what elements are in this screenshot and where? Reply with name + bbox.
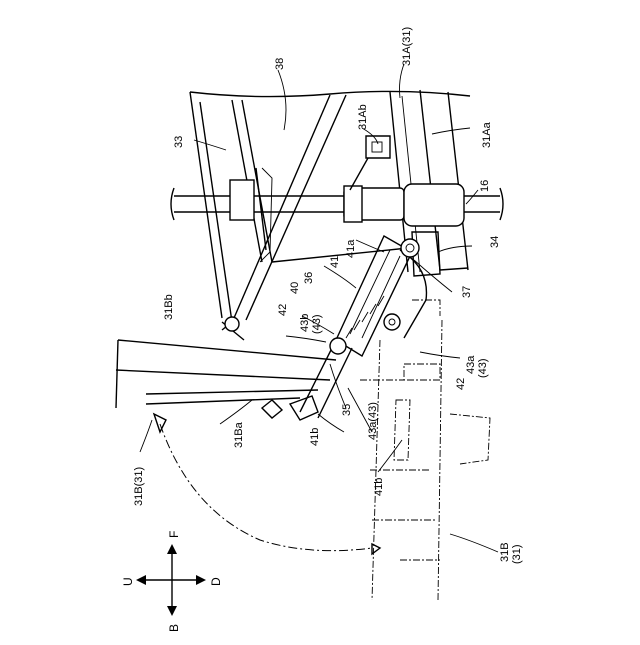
label-31Aa: 31Aa xyxy=(481,121,493,148)
label-43a43: 43a(43) xyxy=(367,402,379,440)
label-41a: 41a xyxy=(345,239,357,258)
label-33: 33 xyxy=(173,136,185,148)
label-40: 40 xyxy=(289,282,301,294)
label-36: 36 xyxy=(303,272,315,284)
label-34: 34 xyxy=(489,236,501,248)
label-41b-upper: 41b xyxy=(309,428,321,446)
label-31Ba: 31Ba xyxy=(233,421,245,448)
direction-compass xyxy=(136,544,206,616)
label-31B31: 31B(31) xyxy=(133,467,145,506)
label-31Bb: 31Bb xyxy=(163,294,175,320)
label-16: 16 xyxy=(479,180,491,192)
label-31Ab: 31Ab xyxy=(357,104,369,130)
compass-front: F xyxy=(167,531,181,538)
label-43a-sub: (43) xyxy=(477,358,489,378)
label-41b-lower: 41b xyxy=(373,478,385,496)
label-38: 38 xyxy=(274,58,286,70)
label-31B: 31B xyxy=(499,542,511,562)
compass-down: D xyxy=(209,577,223,586)
phantom-31B xyxy=(360,300,490,600)
leader-lines xyxy=(140,64,498,552)
label-42-lower: 42 xyxy=(455,378,467,390)
label-43b-sub: (43) xyxy=(311,314,323,334)
label-35: 35 xyxy=(341,404,353,416)
label-31B-sub: (31) xyxy=(511,544,523,564)
shaft-16 xyxy=(171,180,503,226)
bracket-31Ab xyxy=(350,136,390,190)
label-31A: 31A(31) xyxy=(401,27,413,66)
label-41: 41 xyxy=(329,256,341,268)
label-43b: 43b xyxy=(299,314,311,332)
label-37: 37 xyxy=(461,286,473,298)
compass-up: U xyxy=(121,577,135,586)
label-43a: 43a xyxy=(465,355,477,374)
rotation-arc xyxy=(154,414,380,554)
compass-back: B xyxy=(167,624,181,632)
label-42-upper: 42 xyxy=(277,304,289,316)
